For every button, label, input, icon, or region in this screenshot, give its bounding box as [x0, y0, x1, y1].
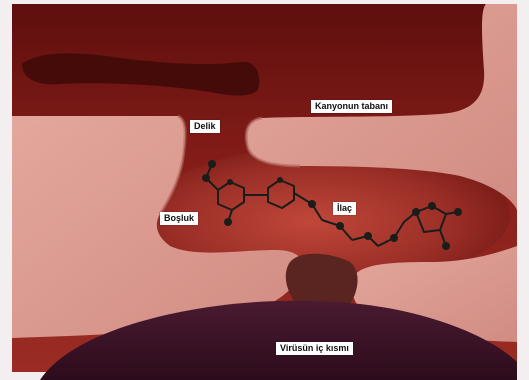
- label-canyon-floor: Kanyonun tabanı: [311, 100, 392, 113]
- channel-neck: [286, 254, 358, 304]
- label-drug: İlaç: [333, 202, 356, 215]
- label-hole: Delik: [190, 120, 220, 133]
- label-cavity: Boşluk: [160, 212, 198, 225]
- label-virus-interior: Virüsün iç kısmı: [276, 342, 353, 355]
